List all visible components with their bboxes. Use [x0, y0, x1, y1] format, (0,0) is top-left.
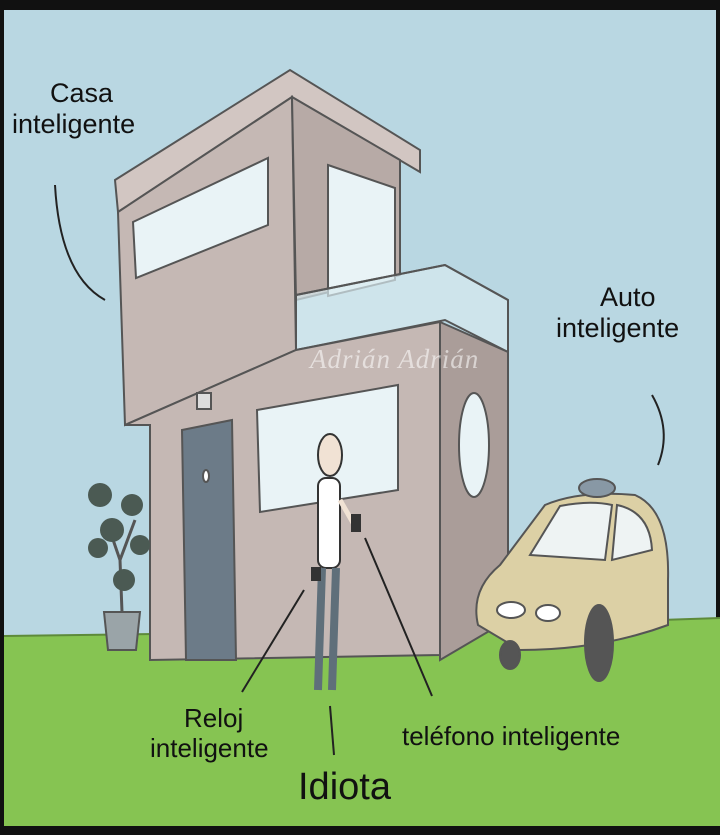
telefono-label: teléfono inteligente	[402, 721, 621, 751]
smart-house	[113, 68, 509, 662]
casa-pointer	[54, 184, 106, 301]
auto-label-line1: Auto	[600, 282, 656, 312]
auto-pointer	[651, 394, 665, 466]
grass	[4, 618, 720, 826]
reloj-pointer	[241, 589, 305, 693]
casa-label: Casa inteligente	[12, 78, 135, 140]
watermark: Adrián Adrián	[308, 344, 479, 374]
casa-label-line2: inteligente	[12, 109, 136, 140]
casa-label-line1: Casa	[50, 78, 114, 108]
idiota-label: Idiota	[298, 766, 391, 808]
potted-plant	[88, 483, 150, 651]
idiota-pointer	[329, 705, 335, 756]
reloj-label-line2: inteligente	[150, 732, 269, 763]
smart-car	[475, 478, 670, 682]
reloj-label-line1: Reloj	[184, 703, 244, 733]
auto-label-line2: inteligente	[556, 313, 680, 344]
pointer-lines	[54, 184, 665, 756]
man-figure	[311, 433, 361, 691]
auto-label: Auto inteligente	[556, 282, 679, 344]
reloj-label: Reloj inteligente	[150, 703, 269, 764]
telefono-pointer	[364, 537, 433, 697]
